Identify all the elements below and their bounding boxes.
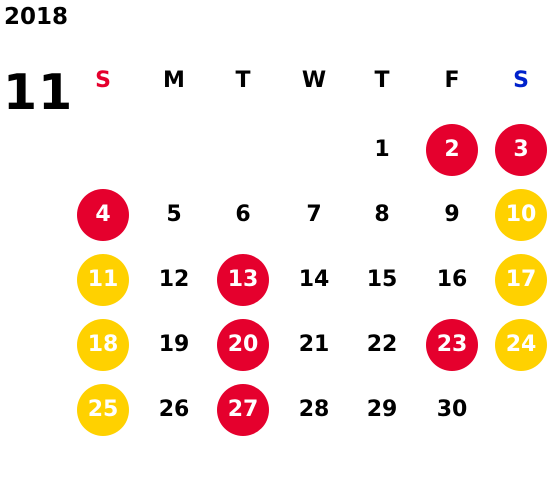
weekday-header-mon: M bbox=[163, 68, 185, 93]
day-cell-29[interactable]: 29 bbox=[366, 397, 398, 422]
weekday-header-thu: T bbox=[374, 68, 390, 93]
day-cell-21[interactable]: 21 bbox=[298, 332, 330, 357]
year-label: 2018 bbox=[4, 4, 69, 30]
day-cell-15[interactable]: 15 bbox=[366, 267, 398, 292]
weekday-header-fri: F bbox=[444, 68, 460, 93]
day-cell-10[interactable]: 10 bbox=[495, 189, 547, 241]
day-cell-5[interactable]: 5 bbox=[166, 202, 182, 227]
day-cell-30[interactable]: 30 bbox=[436, 397, 468, 422]
day-cell-27[interactable]: 27 bbox=[217, 384, 269, 436]
day-cell-22[interactable]: 22 bbox=[366, 332, 398, 357]
day-cell-17[interactable]: 17 bbox=[495, 254, 547, 306]
weekday-header-sun: S bbox=[95, 68, 111, 93]
day-cell-8[interactable]: 8 bbox=[374, 202, 390, 227]
day-cell-28[interactable]: 28 bbox=[298, 397, 330, 422]
day-cell-20[interactable]: 20 bbox=[217, 319, 269, 371]
day-cell-14[interactable]: 14 bbox=[298, 267, 330, 292]
weekday-header-sat: S bbox=[513, 68, 529, 93]
day-cell-7[interactable]: 7 bbox=[306, 202, 322, 227]
day-cell-9[interactable]: 9 bbox=[444, 202, 460, 227]
day-cell-18[interactable]: 18 bbox=[77, 319, 129, 371]
day-cell-26[interactable]: 26 bbox=[158, 397, 190, 422]
day-cell-25[interactable]: 25 bbox=[77, 384, 129, 436]
day-cell-6[interactable]: 6 bbox=[235, 202, 251, 227]
day-cell-11[interactable]: 11 bbox=[77, 254, 129, 306]
day-cell-2[interactable]: 2 bbox=[426, 124, 478, 176]
day-cell-3[interactable]: 3 bbox=[495, 124, 547, 176]
day-cell-12[interactable]: 12 bbox=[158, 267, 190, 292]
weekday-header-wed: W bbox=[301, 68, 327, 93]
weekday-header-tue: T bbox=[235, 68, 251, 93]
day-cell-24[interactable]: 24 bbox=[495, 319, 547, 371]
day-cell-1[interactable]: 1 bbox=[374, 137, 390, 162]
day-cell-19[interactable]: 19 bbox=[158, 332, 190, 357]
day-cell-4[interactable]: 4 bbox=[77, 189, 129, 241]
month-number: 11 bbox=[3, 64, 74, 121]
day-cell-23[interactable]: 23 bbox=[426, 319, 478, 371]
day-cell-16[interactable]: 16 bbox=[436, 267, 468, 292]
day-cell-13[interactable]: 13 bbox=[217, 254, 269, 306]
